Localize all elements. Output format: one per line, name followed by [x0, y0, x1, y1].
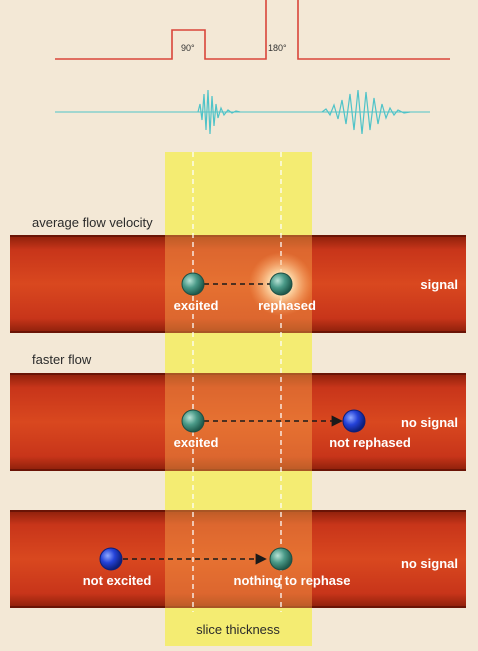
not-rephased-spin-row-2 — [342, 409, 366, 433]
fid-signal — [197, 89, 241, 135]
not-rephased-label-row-2: not rephased — [329, 435, 411, 450]
rephased-label-row-1: rephased — [258, 298, 316, 313]
vessel-row-3 — [10, 510, 466, 608]
signal-label-row-1: signal — [420, 277, 458, 292]
no-signal-label-row-3: no signal — [401, 556, 458, 571]
excited-spin-row-1 — [181, 272, 205, 296]
vessel-row-2 — [10, 373, 466, 471]
nothing-to-rephase-spin-row-3 — [269, 547, 293, 571]
nothing-to-rephase-label-row-3: nothing to rephase — [234, 573, 351, 588]
pulse-sequence-line — [55, 0, 450, 60]
not-excited-spin-row-3 — [99, 547, 123, 571]
vessel-row-1 — [10, 235, 466, 333]
excited-label-row-2: excited — [174, 435, 219, 450]
slice-thickness-label: slice thickness — [196, 622, 280, 637]
rephased-spin-row-1 — [269, 272, 293, 296]
not-excited-label-row-3: not excited — [83, 573, 152, 588]
spin-echo-signal — [321, 89, 411, 135]
average-flow-label: average flow velocity — [32, 215, 153, 230]
faster-flow-label: faster flow — [32, 352, 92, 367]
pulse-180-label: 180° — [268, 43, 287, 53]
excited-spin-row-2 — [181, 409, 205, 433]
no-signal-label-row-2: no signal — [401, 415, 458, 430]
pulse-90-label: 90° — [181, 43, 195, 53]
excited-label-row-1: excited — [174, 298, 219, 313]
